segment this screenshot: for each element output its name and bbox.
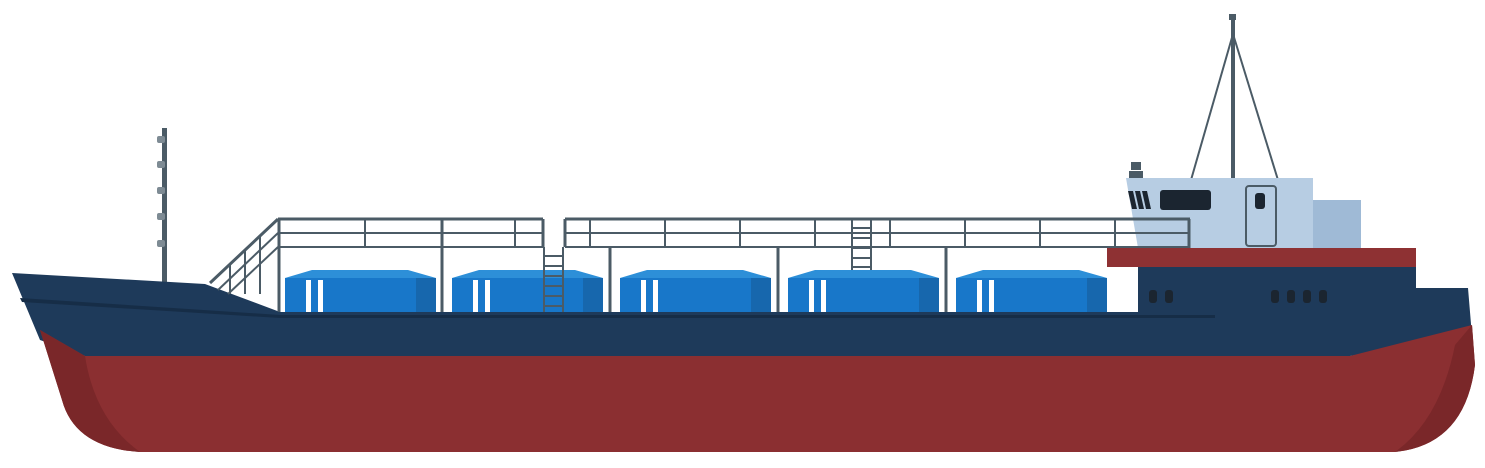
cargo-tank — [285, 270, 436, 312]
deck-band — [1107, 248, 1416, 267]
lower-hull — [40, 325, 1475, 452]
bridge — [1126, 162, 1361, 248]
upper-hull — [12, 265, 1472, 356]
cargo-tank — [452, 270, 603, 312]
ladder — [851, 219, 872, 270]
deck-railing — [208, 217, 1191, 312]
stern-mast — [1190, 14, 1279, 184]
bow-mast — [157, 128, 167, 284]
ladder — [543, 247, 564, 312]
portholes — [1149, 290, 1327, 303]
cargo-tank — [956, 270, 1107, 312]
cargo-tank — [620, 270, 771, 312]
cargo-tanks — [285, 270, 1107, 312]
cargo-tank — [788, 270, 939, 312]
